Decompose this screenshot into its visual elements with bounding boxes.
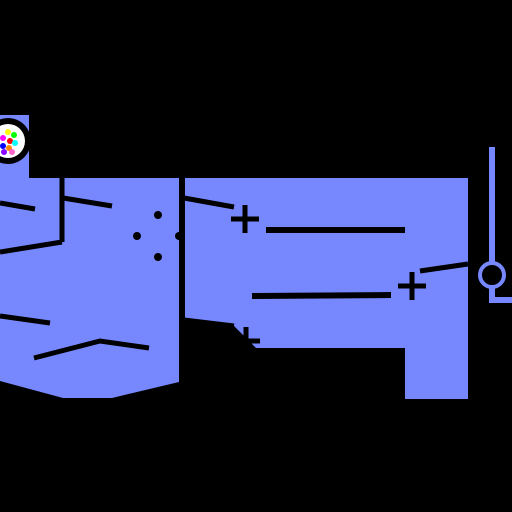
fluid-region: [0, 115, 468, 399]
wall-right-bottom-slant: [183, 317, 235, 329]
ball-cluster-icon: [0, 129, 18, 155]
emitter[interactable]: [0, 118, 31, 164]
fluid-left-chamber: [0, 178, 179, 398]
wall-left-lower: [0, 313, 51, 326]
valve-inner-notch: [481, 269, 503, 281]
wall-left-top-slant: [62, 195, 113, 209]
goal-pipe: [478, 147, 512, 303]
wall-right-top-slant: [183, 195, 235, 210]
bumpers-group[interactable]: [231, 205, 426, 355]
peg-dot-icon: [175, 232, 183, 240]
wall-right-outlet-slant: [419, 261, 469, 274]
peg-dot-icon: [133, 232, 141, 240]
ball: [11, 132, 17, 138]
wall-left-top-short: [0, 200, 36, 212]
wall-left-v-shape: [33, 338, 150, 361]
circular-valve-icon[interactable]: [478, 261, 506, 289]
ball: [0, 143, 6, 149]
pipe-outlet: [489, 288, 512, 303]
plus-bumper-icon[interactable]: [231, 205, 259, 233]
ball: [5, 129, 11, 135]
ball: [7, 138, 13, 144]
peg-dot-icon: [154, 211, 162, 219]
pegs-group: [133, 211, 183, 261]
ball: [9, 149, 15, 155]
wall-left-ledge: [0, 239, 63, 255]
ball: [1, 149, 7, 155]
plus-bumper-icon[interactable]: [398, 272, 426, 300]
ball: [12, 140, 18, 146]
peg-dot-icon: [154, 253, 162, 261]
walls: [0, 178, 469, 361]
wall-right-long-middle: [251, 292, 392, 299]
fluid-right-chamber: [184, 178, 468, 399]
plus-bumper-icon[interactable]: [232, 327, 260, 355]
ball: [0, 135, 6, 141]
